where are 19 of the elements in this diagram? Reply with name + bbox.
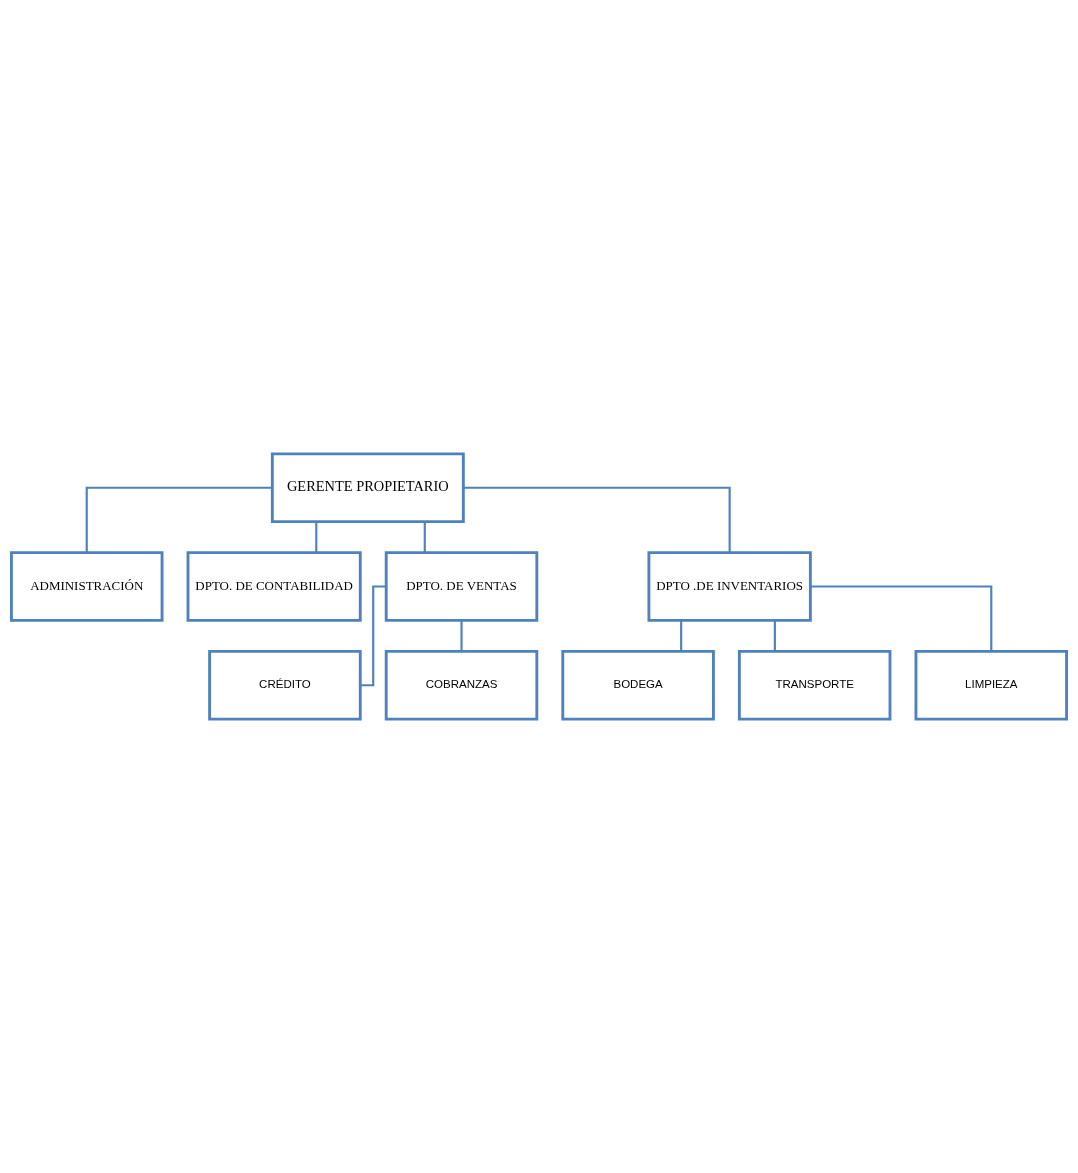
connector	[460, 620, 463, 652]
node-box: CRÉDITO	[208, 649, 362, 721]
node-box: DPTO. DE VENTAS	[384, 551, 539, 622]
node-box: BODEGA	[561, 649, 715, 721]
connector	[680, 620, 683, 652]
connector	[810, 585, 993, 652]
node-box: GERENTE PROPIETARIO	[270, 452, 465, 524]
connector	[423, 521, 426, 553]
node-box: DPTO .DE INVENTARIOS	[647, 551, 812, 622]
node-box: LIMPIEZA	[914, 649, 1069, 721]
connector	[463, 486, 731, 553]
node-box: ADMINISTRACIÓN	[9, 551, 164, 622]
node-box: TRANSPORTE	[737, 649, 892, 721]
connector	[85, 486, 273, 553]
connector	[360, 585, 387, 687]
connector	[773, 620, 776, 652]
node-box: COBRANZAS	[384, 649, 539, 721]
connector	[315, 521, 318, 553]
node-box: DPTO. DE CONTABILIDAD	[186, 551, 362, 622]
